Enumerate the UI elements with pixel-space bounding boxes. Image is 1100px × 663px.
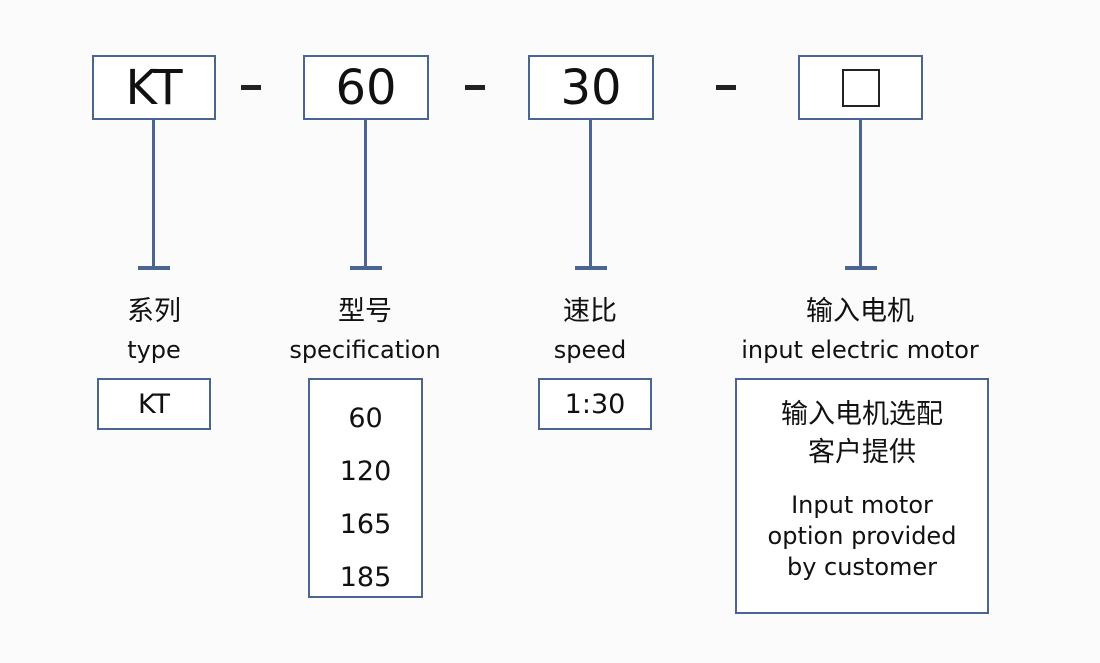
code-box-model: 60 [303,55,429,120]
code-series-text: KT [125,59,183,116]
model-value-item: 60 [348,403,383,434]
value-box-model: 60 120 165 185 [308,378,423,598]
code-model-text: 60 [335,59,397,116]
code-box-series: KT [92,55,216,120]
label-model-cn: 型号 [338,296,392,327]
label-ratio-en: speed [553,336,627,364]
motor-note-cn-line: 客户提供 [808,437,916,468]
ratio-value: 1:30 [564,388,626,420]
connector-line-motor [859,120,862,268]
label-motor-en: input electric motor [741,336,979,364]
code-box-ratio: 30 [528,55,654,120]
connector-line-series [152,120,155,268]
separator-dash-1 [241,85,261,90]
motor-note-en-line: Input motor [791,491,933,519]
separator-dash-2 [465,85,485,90]
label-series-cn: 系列 [127,296,181,327]
motor-note-cn-line: 输入电机选配 [781,399,943,430]
empty-square-icon [841,68,880,107]
code-ratio-text: 30 [560,59,622,116]
model-value-item: 185 [339,562,392,593]
code-box-motor [798,55,923,120]
connector-line-model [364,120,367,268]
motor-note-en-line: option provided [767,522,957,550]
model-value-item: 165 [339,509,392,540]
motor-note-en-line: by customer [786,553,938,581]
connector-line-ratio [589,120,592,268]
label-series-en: type [127,336,181,364]
separator-dash-3 [716,85,736,90]
value-box-motor: 输入电机选配 客户提供 Input motor option provided … [735,378,989,614]
connector-foot-series [138,266,170,270]
connector-foot-ratio [575,266,607,270]
connector-foot-motor [845,266,877,270]
model-value-item: 120 [339,456,392,487]
motor-note: 输入电机选配 客户提供 Input motor option provided … [737,380,987,583]
label-model-en: specification [289,336,441,364]
value-box-series: KT [97,378,211,430]
connector-foot-model [350,266,382,270]
value-box-ratio: 1:30 [538,378,652,430]
label-motor-cn: 输入电机 [806,296,914,327]
label-ratio-cn: 速比 [563,296,617,327]
model-value-list: 60 120 165 185 [310,380,421,604]
series-value: KT [137,388,171,420]
